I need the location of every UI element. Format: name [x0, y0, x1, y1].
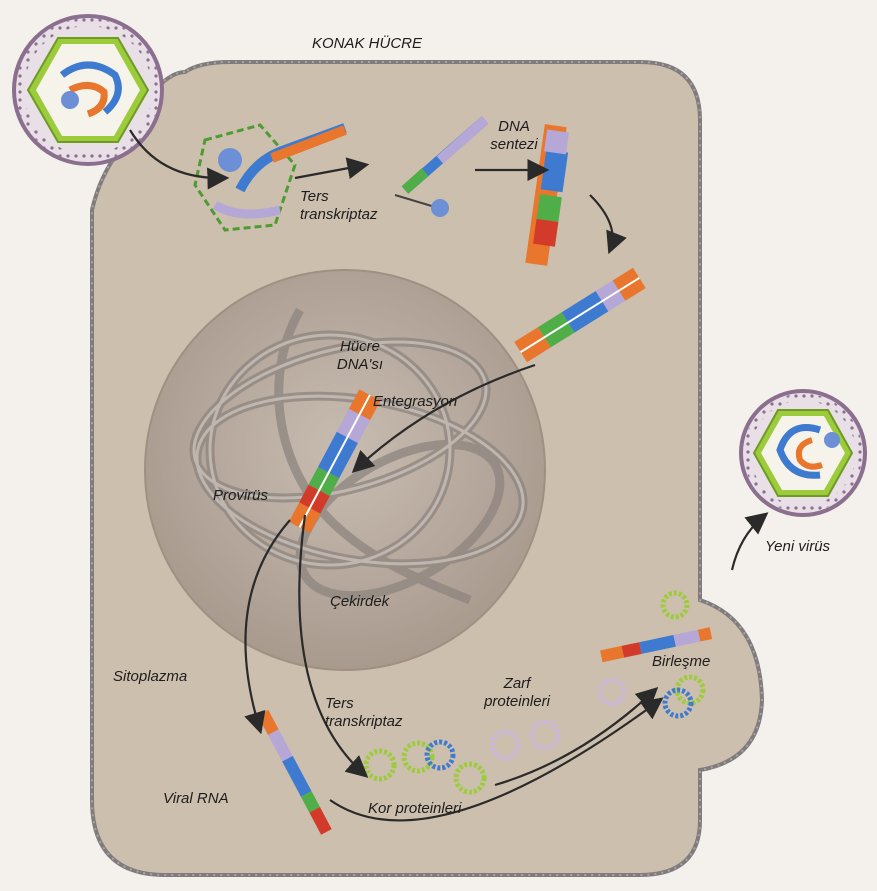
provirus-label: Provirüs	[213, 487, 268, 505]
dna-synthesis-label: DNA sentezi	[479, 118, 549, 154]
assembly-label: Birleşme	[652, 653, 710, 671]
cell-dna-label: Hücre DNA'sı	[320, 338, 400, 374]
incoming-virus	[14, 16, 162, 164]
reverse-transcriptase-label-1: Ters transkriptaz	[300, 188, 378, 224]
integration-label: Entegrasyon	[373, 393, 457, 411]
viral-rna-label: Viral RNA	[163, 790, 229, 808]
new-virus	[741, 391, 865, 515]
envelope-proteins-label: Zarf proteinleri	[472, 675, 562, 711]
nucleus-label: Çekirdek	[330, 593, 389, 611]
reverse-transcriptase-label-2: Ters transkriptaz	[325, 695, 403, 731]
core-proteins-label: Kor proteinleri	[368, 800, 461, 818]
cytoplasm-label: Sitoplazma	[113, 668, 187, 686]
new-virus-label: Yeni virüs	[765, 538, 830, 556]
host-cell-label: KONAK HÜCRE	[312, 35, 422, 53]
